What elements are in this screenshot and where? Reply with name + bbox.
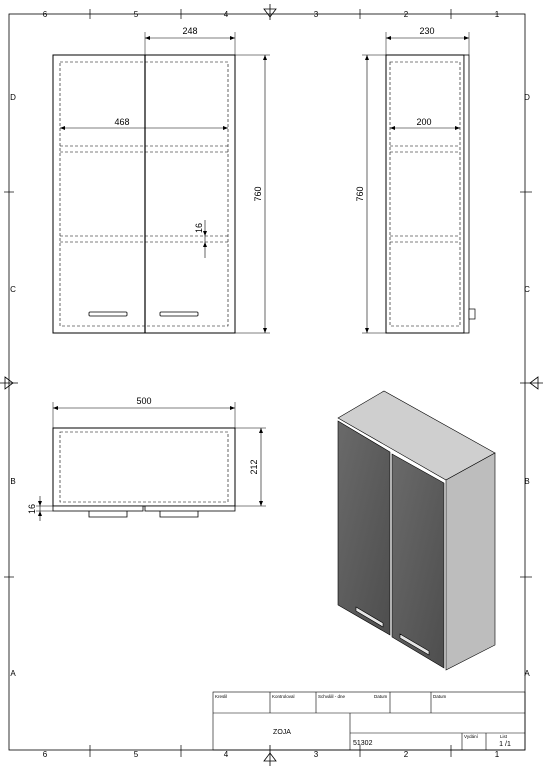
- col-label-bottom: 3: [314, 750, 319, 759]
- row-label-left: C: [10, 285, 16, 294]
- door-left: [337, 420, 391, 636]
- col-label-bottom: 4: [224, 750, 229, 759]
- top-view: 500 212 16: [27, 396, 266, 521]
- hidden-shelves: [60, 145, 228, 243]
- field-approved: Schválil - dne: [318, 694, 346, 699]
- dimension-label: 16: [194, 223, 204, 233]
- row-label-right: B: [524, 477, 529, 486]
- field-checked: Kontroloval: [272, 694, 295, 699]
- sheet-number: 1 /1: [499, 741, 511, 748]
- dimension-label: 200: [416, 117, 431, 127]
- hidden-inner-outline: [59, 431, 229, 503]
- dimension-label: 248: [182, 26, 197, 36]
- col-label-bottom: 5: [134, 750, 139, 759]
- door-right: [391, 453, 445, 669]
- isometric-view: [337, 390, 496, 671]
- door-left-plan: [52, 505, 144, 512]
- col-label-bottom: 6: [43, 750, 48, 759]
- row-label-right: A: [524, 669, 530, 678]
- dimension-label: 230: [419, 26, 434, 36]
- hidden-inner-outline: [389, 61, 461, 327]
- col-label-top: 6: [43, 10, 48, 19]
- field-drawn: Kreslil: [215, 694, 227, 699]
- door-handle-left-iso: [355, 606, 384, 628]
- col-label-top: 2: [404, 10, 409, 19]
- side-outline: [385, 54, 465, 334]
- col-label-bottom: 1: [495, 750, 500, 759]
- col-label-bottom: 2: [404, 750, 409, 759]
- side-handle: [468, 308, 476, 320]
- dimension-label: 760: [253, 186, 263, 201]
- col-label-top: 5: [134, 10, 139, 19]
- hidden-shelves: [390, 145, 460, 243]
- col-label-top: 1: [495, 10, 500, 19]
- row-label-left: A: [10, 669, 16, 678]
- row-label-right: D: [524, 93, 530, 102]
- cabinet-outline: [52, 54, 236, 334]
- field-date-2: Datum: [433, 694, 447, 699]
- drawing-number: 51302: [353, 740, 373, 747]
- cabinet-side-face: [445, 452, 496, 671]
- door-right-plan: [144, 505, 236, 512]
- side-view: 230 200 760: [355, 26, 476, 334]
- handle-right-plan: [159, 511, 199, 518]
- door-thickness: [463, 54, 470, 334]
- row-label-right: C: [524, 285, 530, 294]
- field-issue: Vydání: [464, 734, 479, 739]
- row-label-left: B: [10, 477, 15, 486]
- door-handle-right: [159, 311, 199, 317]
- field-date-1: Datum: [374, 694, 388, 699]
- dimension-label: 468: [114, 117, 129, 127]
- dimension-label: 760: [355, 186, 365, 201]
- handle-left-plan: [88, 511, 128, 518]
- dimension-label: 500: [136, 396, 151, 406]
- col-label-top: 3: [314, 10, 319, 19]
- centering-marks: [0, 4, 543, 766]
- hidden-inner-outline: [59, 61, 229, 327]
- drawing-name: ZOJA: [273, 729, 291, 736]
- frame-ticks: [4, 9, 532, 757]
- door-handle-right-iso: [399, 633, 430, 656]
- dimension-label: 212: [249, 459, 259, 474]
- row-label-left: D: [10, 93, 16, 102]
- top-outline: [52, 427, 236, 507]
- front-view: 248 468 760 16: [52, 26, 270, 334]
- door-handle-left: [88, 311, 128, 317]
- title-block-text: Kreslil Kontroloval Schválil - dne Datum…: [215, 694, 511, 748]
- zone-labels: 6 5 4 3 2 1 6 5 4 3 2 1 D C B A D C B A: [10, 10, 530, 759]
- field-sheet: List: [500, 734, 508, 739]
- title-block: [212, 691, 526, 751]
- col-label-top: 4: [224, 10, 229, 19]
- dimension-label: 16: [27, 504, 37, 514]
